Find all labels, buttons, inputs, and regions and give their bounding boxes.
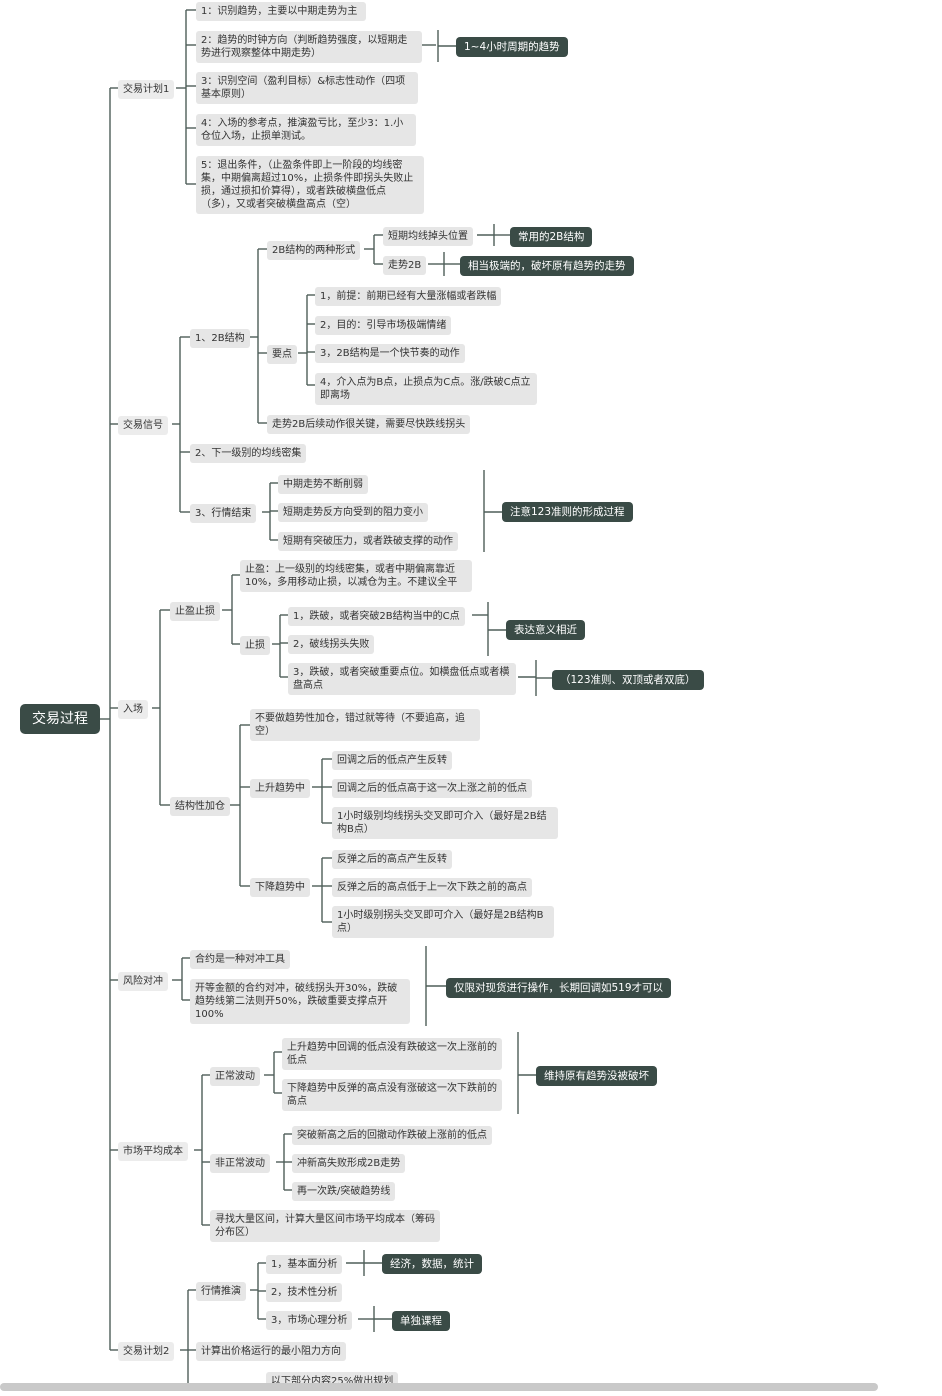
deduce-summary[interactable]: 单独课程 — [392, 1311, 450, 1331]
point-item[interactable]: 4，介入点为B点，止损点为C点。涨/跌破C点立即离场 — [315, 373, 537, 405]
abnormal-item[interactable]: 冲新高失败形成2B走势 — [292, 1154, 406, 1173]
point-item[interactable]: 1，前提：前期已经有大量涨幅或者跌幅 — [315, 287, 502, 306]
end-summary[interactable]: 注意123准则的形成过程 — [502, 502, 633, 522]
abnormal-item[interactable]: 突破新高之后的回撤动作跌破上涨前的低点 — [292, 1126, 492, 1145]
plan2-calc[interactable]: 计算出价格运行的最小阻力方向 — [196, 1342, 346, 1361]
end-item[interactable]: 中期走势不断削弱 — [278, 475, 368, 494]
plan1-item[interactable]: 3：识别空间（盈利目标）&标志性动作（四项基本原则） — [196, 72, 418, 104]
signal-points[interactable]: 要点 — [267, 345, 297, 364]
branch-plan2[interactable]: 交易计划2 — [118, 1342, 175, 1361]
form-summary[interactable]: 相当极端的，破坏原有趋势的走势 — [460, 256, 634, 276]
entry-tp[interactable]: 止盈：上一级别的均线密集，或者中期偏离靠近10%，多用移动止损，以减仓为主。不建… — [240, 560, 472, 592]
form-item[interactable]: 短期均线掉头位置 — [383, 227, 473, 246]
end-item[interactable]: 短期走势反方向受到的阻力变小 — [278, 503, 428, 522]
normal-summary[interactable]: 维持原有趋势没被破坏 — [536, 1066, 657, 1086]
add-down[interactable]: 下降趋势中 — [250, 878, 310, 897]
plan1-item[interactable]: 2：趋势的时钟方向（判断趋势强度，以短期走势进行观察整体中期走势） — [196, 31, 422, 63]
hedge-item[interactable]: 开等金额的合约对冲，破线拐头开30%，跌破趋势线第二法则开50%，跌破重要支撑点… — [190, 979, 410, 1024]
sl-item[interactable]: 2，破线拐头失败 — [288, 635, 375, 654]
abnormal-item[interactable]: 再一次跌/突破趋势线 — [292, 1182, 396, 1201]
signal-ma[interactable]: 2、下一级别的均线密集 — [190, 444, 307, 463]
entry-sl[interactable]: 止损 — [240, 636, 270, 655]
sl-item[interactable]: 3，跌破，或者突破重要点位。如横盘低点或者横盘高点 — [288, 663, 516, 695]
normal-item[interactable]: 上升趋势中回调的低点没有跌破这一次上涨前的低点 — [282, 1038, 502, 1070]
form-item[interactable]: 走势2B — [383, 256, 427, 275]
branch-cost[interactable]: 市场平均成本 — [118, 1142, 188, 1161]
branch-hedge[interactable]: 风险对冲 — [118, 972, 168, 991]
deduce-item[interactable]: 1，基本面分析 — [266, 1255, 343, 1274]
up-item[interactable]: 回调之后的低点产生反转 — [332, 751, 452, 770]
deduce-item[interactable]: 3，市场心理分析 — [266, 1311, 353, 1330]
point-item[interactable]: 3，2B结构是一个快节奏的动作 — [315, 344, 465, 363]
end-item[interactable]: 短期有突破压力，或者跌破支撑的动作 — [278, 532, 458, 551]
up-item[interactable]: 回调之后的低点高于这一次上涨之前的低点 — [332, 779, 532, 798]
signal-2b-note[interactable]: 走势2B后续动作很关键，需要尽快跌线拐头 — [267, 415, 471, 434]
down-item[interactable]: 1小时级别拐头交叉即可介入（最好是2B结构B点） — [332, 906, 554, 938]
plan1-item[interactable]: 5：退出条件，（止盈条件即上一阶段的均线密集，中期偏离超过10%，止损条件即拐头… — [196, 156, 424, 214]
down-item[interactable]: 反弹之后的高点低于上一次下跌之前的高点 — [332, 878, 532, 897]
entry-add[interactable]: 结构性加仓 — [170, 797, 230, 816]
up-item[interactable]: 1小时级别均线拐头交叉即可介入（最好是2B结构B点） — [332, 807, 558, 839]
branch-signal[interactable]: 交易信号 — [118, 416, 168, 435]
branch-entry[interactable]: 入场 — [118, 700, 148, 719]
sl-summary[interactable]: （123准则、双顶或者双底） — [552, 670, 704, 690]
signal-end[interactable]: 3、行情结束 — [190, 504, 257, 523]
sl-item[interactable]: 1，跌破，或者突破2B结构当中的C点 — [288, 607, 465, 626]
cost-normal[interactable]: 正常波动 — [210, 1067, 260, 1086]
root-node[interactable]: 交易过程 — [20, 704, 100, 734]
plan1-summary[interactable]: 1~4小时周期的趋势 — [456, 37, 568, 57]
horizontal-scrollbar[interactable] — [0, 1383, 878, 1391]
cost-abnormal[interactable]: 非正常波动 — [210, 1154, 270, 1173]
entry-tpsl[interactable]: 止盈止损 — [170, 602, 220, 621]
cost-find[interactable]: 寻找大量区间，计算大量区间市场平均成本（筹码分布区） — [210, 1210, 440, 1242]
normal-item[interactable]: 下降趋势中反弹的高点没有涨破这一次下跌前的高点 — [282, 1079, 502, 1111]
hedge-summary[interactable]: 仅限对现货进行操作，长期回调如519才可以 — [446, 978, 672, 998]
signal-2b[interactable]: 1、2B结构 — [190, 329, 250, 348]
form-summary[interactable]: 常用的2B结构 — [510, 227, 593, 247]
hedge-item[interactable]: 合约是一种对冲工具 — [190, 950, 290, 969]
sl-summary[interactable]: 表达意义相近 — [506, 620, 585, 640]
add-up[interactable]: 上升趋势中 — [250, 779, 310, 798]
down-item[interactable]: 反弹之后的高点产生反转 — [332, 850, 452, 869]
plan2-deduce[interactable]: 行情推演 — [196, 1282, 246, 1301]
add-note[interactable]: 不要做趋势性加仓，错过就等待（不要追高，追空） — [250, 709, 480, 741]
deduce-summary[interactable]: 经济，数据，统计 — [382, 1254, 482, 1274]
point-item[interactable]: 2，目的：引导市场极端情绪 — [315, 316, 452, 335]
plan1-item[interactable]: 1：识别趋势，主要以中期走势为主 — [196, 2, 366, 21]
deduce-item[interactable]: 2，技术性分析 — [266, 1283, 343, 1302]
signal-2b-forms[interactable]: 2B结构的两种形式 — [267, 241, 361, 260]
branch-plan1[interactable]: 交易计划1 — [118, 80, 175, 99]
plan1-item[interactable]: 4：入场的参考点，推演盈亏比，至少3：1.小仓位入场，止损单测试。 — [196, 114, 416, 146]
